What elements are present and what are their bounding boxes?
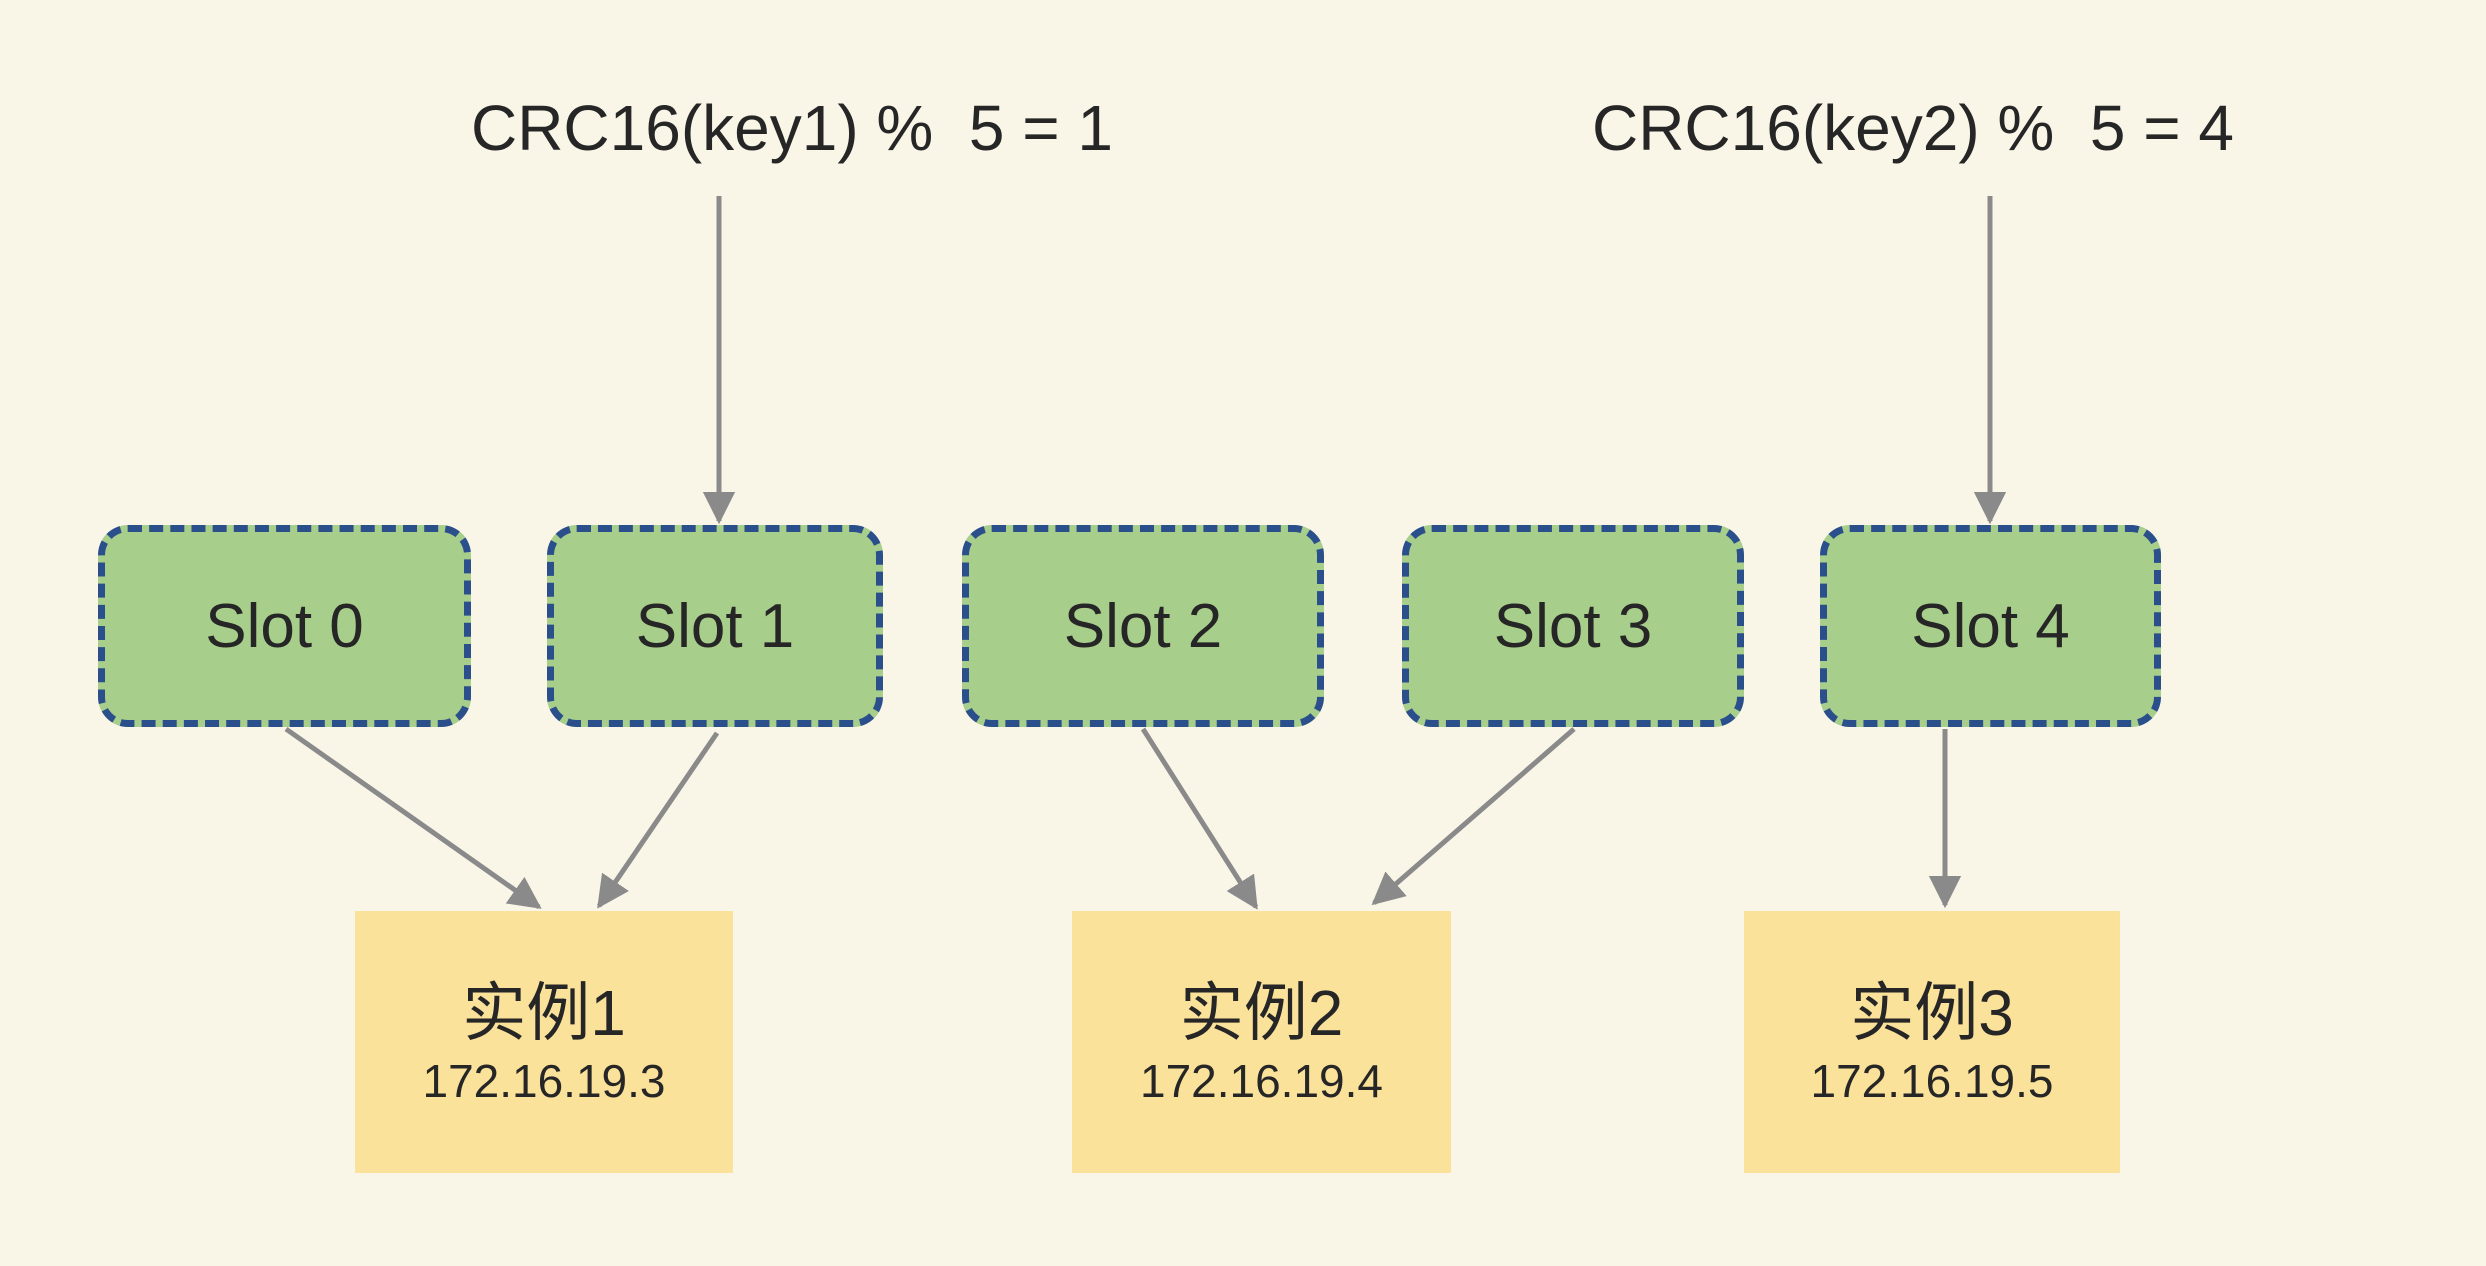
slot-4-box: Slot 4 (1820, 525, 2161, 727)
arrow-slot-0-to-instance-1 (284, 726, 542, 910)
crc16-key2-formula: CRC16(key2) % 5 = 4 (1591, 92, 2235, 164)
instance-2-ip: 172.16.19.4 (1139, 1055, 1383, 1107)
slot-1-label: Slot 1 (635, 591, 795, 661)
instance-3-box: 实例3 172.16.19.5 (1744, 911, 2120, 1173)
slot-3-box: Slot 3 (1402, 525, 1744, 727)
crc16-key1-formula: CRC16(key1) % 5 = 1 (470, 92, 1114, 164)
instance-3-ip: 172.16.19.5 (1810, 1055, 2054, 1107)
arrow-slot-1-to-instance-1 (596, 731, 720, 909)
instance-1-box: 实例1 172.16.19.3 (355, 911, 733, 1173)
slot-4-label: Slot 4 (1911, 591, 2070, 661)
slot-0-label: Slot 0 (205, 591, 364, 661)
instance-2-box: 实例2 172.16.19.4 (1072, 911, 1451, 1173)
instance-1-ip: 172.16.19.3 (422, 1055, 666, 1107)
instance-2-name: 实例2 (1179, 977, 1344, 1049)
slot-1-box: Slot 1 (547, 525, 883, 727)
slot-2-box: Slot 2 (962, 525, 1324, 727)
arrow-slot-2-to-instance-2 (1140, 727, 1259, 910)
slot-3-label: Slot 3 (1493, 591, 1653, 661)
instance-3-name: 实例3 (1850, 977, 2014, 1049)
slot-0-box: Slot 0 (98, 525, 471, 727)
arrow-slot-3-to-instance-2 (1371, 727, 1576, 906)
instance-1-name: 实例1 (462, 977, 626, 1049)
slot-2-label: Slot 2 (1063, 591, 1223, 661)
